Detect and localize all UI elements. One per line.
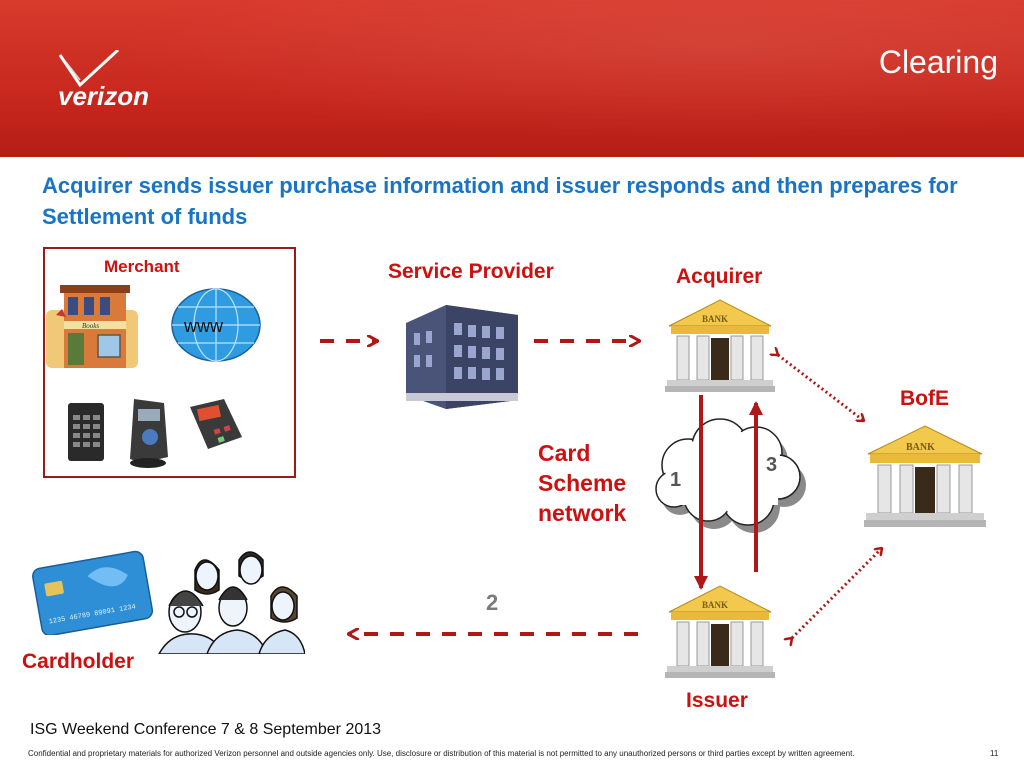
issuer-bank-icon: BANK bbox=[665, 585, 775, 678]
bofe-label: BofE bbox=[900, 387, 949, 410]
issuer-bofe-link bbox=[792, 548, 882, 638]
bofe-bank-text: BANK bbox=[906, 442, 935, 453]
bofe-bank-icon: BANK bbox=[864, 425, 986, 527]
www-label: www bbox=[183, 316, 224, 336]
service-provider-label: Service Provider bbox=[388, 260, 554, 283]
issuer-label: Issuer bbox=[686, 689, 748, 712]
issuer-bank-text: BANK bbox=[702, 600, 728, 610]
people-group-icon bbox=[158, 551, 305, 654]
page-number: 11 bbox=[990, 749, 999, 758]
card-scheme-line-1: Card bbox=[538, 440, 591, 466]
credit-card-icon: 1235 46789 89091 1234 bbox=[32, 550, 154, 635]
logo-text: verizon bbox=[58, 81, 149, 111]
verizon-logo: verizon bbox=[58, 50, 149, 111]
header-banner bbox=[0, 0, 1024, 157]
confidential-notice: Confidential and proprietary materials f… bbox=[28, 749, 855, 758]
office-building-icon bbox=[406, 305, 518, 409]
merchant-box bbox=[43, 247, 296, 478]
event-footer: ISG Weekend Conference 7 & 8 September 2… bbox=[30, 721, 382, 738]
step-1-label: 1 bbox=[670, 469, 682, 491]
merchant-label: Merchant bbox=[104, 257, 180, 276]
payment-terminals-icon bbox=[68, 399, 242, 468]
slide-subtitle: Acquirer sends issuer purchase informati… bbox=[42, 173, 958, 229]
globe-icon: www bbox=[171, 288, 261, 362]
step-3-label: 3 bbox=[766, 454, 778, 476]
acquirer-bank-icon: BANK bbox=[665, 299, 775, 392]
page-title: Clearing bbox=[878, 44, 998, 80]
cardholder-label: Cardholder bbox=[22, 650, 135, 673]
bookshop-icon: Books bbox=[46, 285, 138, 368]
step-2-label: 2 bbox=[486, 590, 499, 615]
card-scheme-line-3: network bbox=[538, 500, 627, 526]
acquirer-bofe-link bbox=[778, 355, 864, 421]
shop-sign: Books bbox=[82, 322, 99, 330]
card-scheme-line-2: Scheme bbox=[538, 470, 627, 496]
acquirer-bank-text: BANK bbox=[702, 314, 728, 324]
card-scheme-label: Card Scheme network bbox=[538, 438, 626, 528]
acquirer-label: Acquirer bbox=[676, 265, 763, 288]
